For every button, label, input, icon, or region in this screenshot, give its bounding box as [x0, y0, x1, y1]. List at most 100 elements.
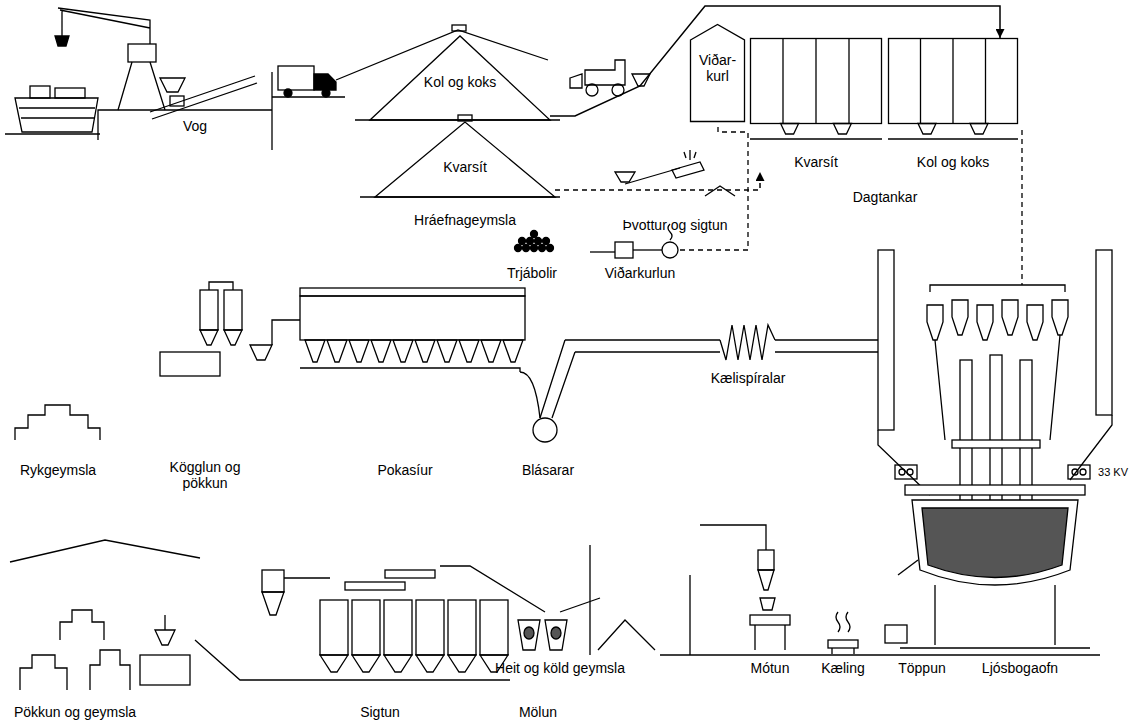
crushers — [551, 627, 561, 639]
tank-outline — [889, 39, 1018, 124]
fume-duct — [720, 325, 775, 360]
packing-building — [195, 640, 300, 680]
node-label: Kol og koks — [917, 154, 989, 170]
tank-hopper — [918, 124, 936, 135]
crushers — [518, 598, 600, 650]
tank-divider — [848, 39, 849, 124]
day-tank-box: Kvarsít — [750, 38, 882, 172]
feed-belt — [750, 138, 882, 139]
process-label: Vog — [183, 118, 207, 134]
packing-building — [10, 540, 200, 562]
node-outline — [750, 38, 882, 172]
electric-arc-furnace — [898, 560, 918, 575]
electric-arc-furnace — [912, 500, 1078, 585]
node-label: Kol og koks — [424, 74, 496, 90]
stacker-conveyor — [336, 30, 548, 80]
bag-filter — [415, 340, 523, 362]
screening-silos — [384, 600, 412, 655]
ship-and-crane — [55, 88, 85, 98]
screening-silos — [440, 566, 545, 612]
tank-divider — [952, 39, 953, 124]
casting-and-cooling — [760, 598, 775, 610]
packing-building — [90, 650, 130, 690]
furnace-hoppers — [935, 335, 1060, 440]
front-loader — [586, 84, 598, 96]
fume-duct — [775, 340, 878, 352]
process-label: Kæling — [821, 660, 865, 676]
screening-silos — [345, 582, 405, 590]
process-label: Pokasíur — [377, 462, 432, 478]
tank-divider — [782, 39, 783, 124]
process-label: Dagtankar — [853, 189, 918, 205]
electric-arc-furnace — [900, 585, 1090, 648]
product-storage — [660, 654, 1100, 655]
weighbridge — [150, 76, 257, 119]
electric-arc-furnace — [907, 469, 913, 475]
casting-and-cooling — [755, 625, 785, 650]
wood-chipper — [615, 242, 633, 258]
process-label: Blásarar — [522, 462, 574, 478]
electric-arc-furnace — [878, 250, 1112, 648]
ship-and-crane — [128, 44, 156, 62]
blower — [520, 372, 557, 442]
electric-arc-furnace — [1068, 465, 1090, 479]
blower — [533, 418, 557, 442]
ship-and-crane — [5, 133, 100, 134]
logs — [519, 238, 526, 245]
electric-arc-furnace — [885, 625, 907, 643]
screening-silos — [385, 570, 435, 578]
blower — [520, 372, 540, 418]
washing-screen — [615, 150, 735, 196]
pelletizing-plant — [209, 282, 233, 290]
logs — [531, 231, 538, 238]
screening-silos — [262, 570, 284, 592]
screening-silos — [300, 679, 510, 680]
logs — [515, 245, 522, 252]
electric-arc-furnace — [1096, 250, 1112, 415]
front-loader — [570, 60, 650, 96]
electric-arc-furnace — [1080, 469, 1086, 475]
divider-line — [271, 72, 272, 150]
day-tank-box: Kol og koks — [888, 38, 1018, 172]
ship-and-crane — [98, 110, 272, 140]
ship-and-crane — [118, 62, 165, 110]
washing-screen — [705, 186, 735, 196]
bag-filter — [300, 368, 520, 372]
process-label: 33 KV — [1098, 466, 1128, 479]
casting-and-cooling — [700, 525, 858, 654]
bag-filter — [300, 296, 525, 340]
node-label: Kvarsít — [443, 159, 487, 175]
tank-hopper — [970, 124, 988, 135]
truck — [278, 66, 314, 90]
node-outline — [888, 38, 1018, 172]
packing-building — [155, 615, 175, 645]
feed-belt — [888, 138, 1018, 139]
truck — [278, 66, 336, 97]
casting-and-cooling — [828, 640, 858, 648]
logs — [535, 238, 542, 245]
dust-storage — [15, 405, 100, 440]
product-storage — [598, 620, 655, 650]
process-label: Mölun — [519, 704, 557, 720]
fume-duct — [565, 340, 720, 352]
node-label: Viðar- kurl — [695, 52, 740, 84]
pelletizing-plant — [160, 282, 272, 376]
crushers — [560, 598, 600, 612]
electric-arc-furnace — [1072, 469, 1078, 475]
bag-filter — [272, 320, 300, 345]
tank-divider — [985, 39, 986, 124]
furnace-hoppers — [1052, 300, 1068, 335]
tank-hopper — [781, 124, 799, 135]
fume-duct — [540, 340, 575, 418]
truck — [284, 89, 292, 97]
packing-building — [20, 655, 67, 690]
product-storage — [590, 545, 690, 655]
tank-divider — [815, 39, 816, 124]
process-label: Sigtun — [360, 704, 400, 720]
ground-line — [272, 97, 560, 197]
crushers — [524, 627, 534, 639]
casting-and-cooling — [832, 648, 854, 654]
product-storage — [590, 545, 1100, 655]
